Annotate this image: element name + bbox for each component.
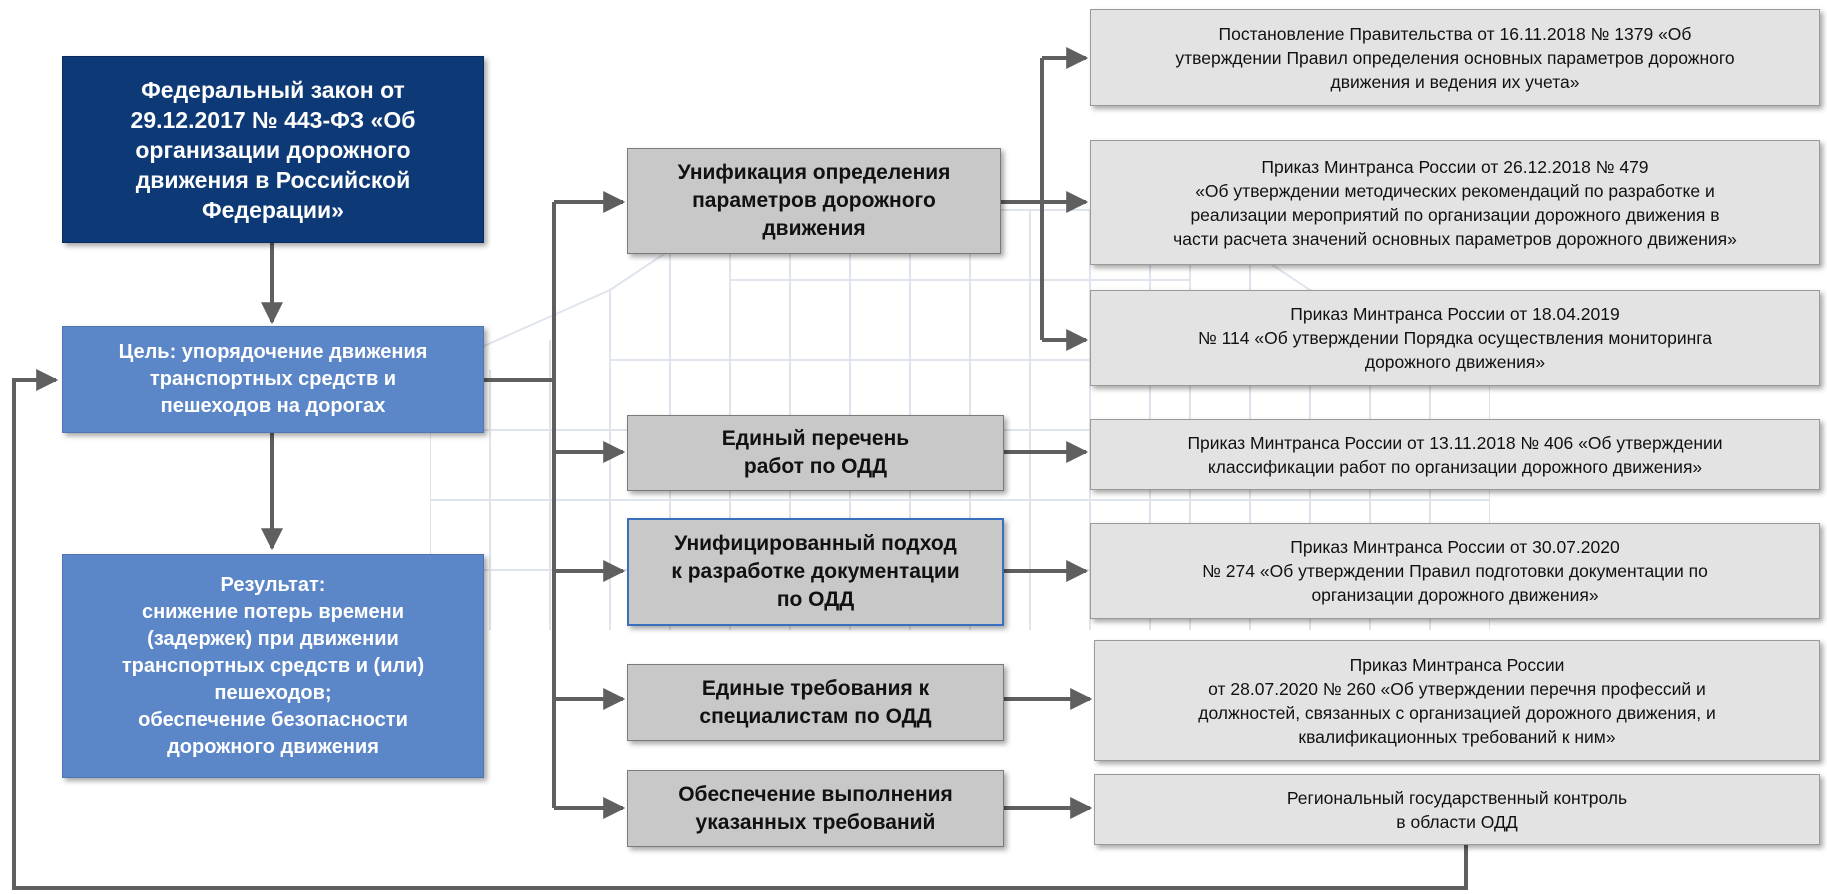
- doc-260-box: Приказ Минтранса России от 28.07.2020 № …: [1094, 640, 1820, 761]
- specialists-requirements-box: Единые требования к специалистам по ОДД: [627, 664, 1004, 741]
- doc-1379-box: Постановление Правительства от 16.11.201…: [1090, 9, 1820, 106]
- doc-274-box: Приказ Минтранса России от 30.07.2020 № …: [1090, 523, 1820, 619]
- federal-law-box: Федеральный закон от 29.12.2017 № 443-ФЗ…: [62, 56, 484, 243]
- result-box: Результат: снижение потерь времени (заде…: [62, 554, 484, 778]
- feedback-loop: [12, 369, 1468, 890]
- goal-box: Цель: упорядочение движения транспортных…: [62, 326, 484, 433]
- doc-406-box: Приказ Минтранса России от 13.11.2018 № …: [1090, 419, 1820, 490]
- works-list-box: Единый перечень работ по ОДД: [627, 415, 1004, 491]
- unification-box: Унификация определения параметров дорожн…: [627, 148, 1001, 254]
- documentation-approach-box: Унифицированный подход к разработке доку…: [627, 518, 1004, 626]
- doc-479-box: Приказ Минтранса России от 26.12.2018 № …: [1090, 140, 1820, 265]
- compliance-box: Обеспечение выполнения указанных требова…: [627, 770, 1004, 847]
- regional-control-box: Региональный государственный контроль в …: [1094, 774, 1820, 845]
- doc-114-box: Приказ Минтранса России от 18.04.2019 № …: [1090, 290, 1820, 386]
